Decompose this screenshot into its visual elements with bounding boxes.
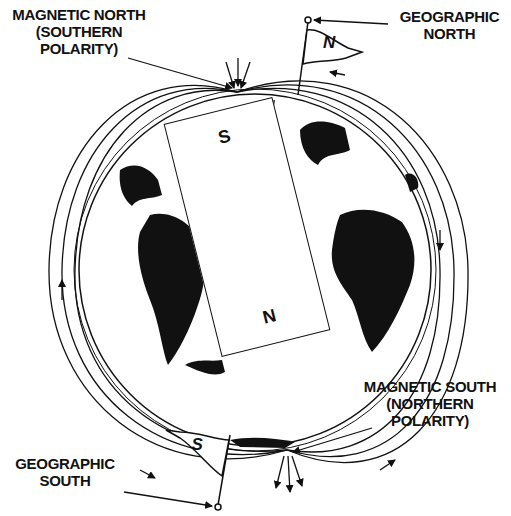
pole-label: GEOGRAPHIC SOUTH [4,455,126,489]
flag-letter: N [318,34,340,51]
pole-label: MAGNETIC NORTH (SOUTHERN POLARITY) [4,6,154,57]
pole-letter: N [261,305,279,329]
flag-letter: S [186,436,208,453]
pole-label: GEOGRAPHIC NORTH [392,8,507,42]
leader-lines [124,20,388,506]
pole-label: MAGNETIC SOUTH (NORTHERN POLARITY) [352,378,508,429]
earth-ring [74,89,436,451]
pole-letter: S [216,126,233,149]
